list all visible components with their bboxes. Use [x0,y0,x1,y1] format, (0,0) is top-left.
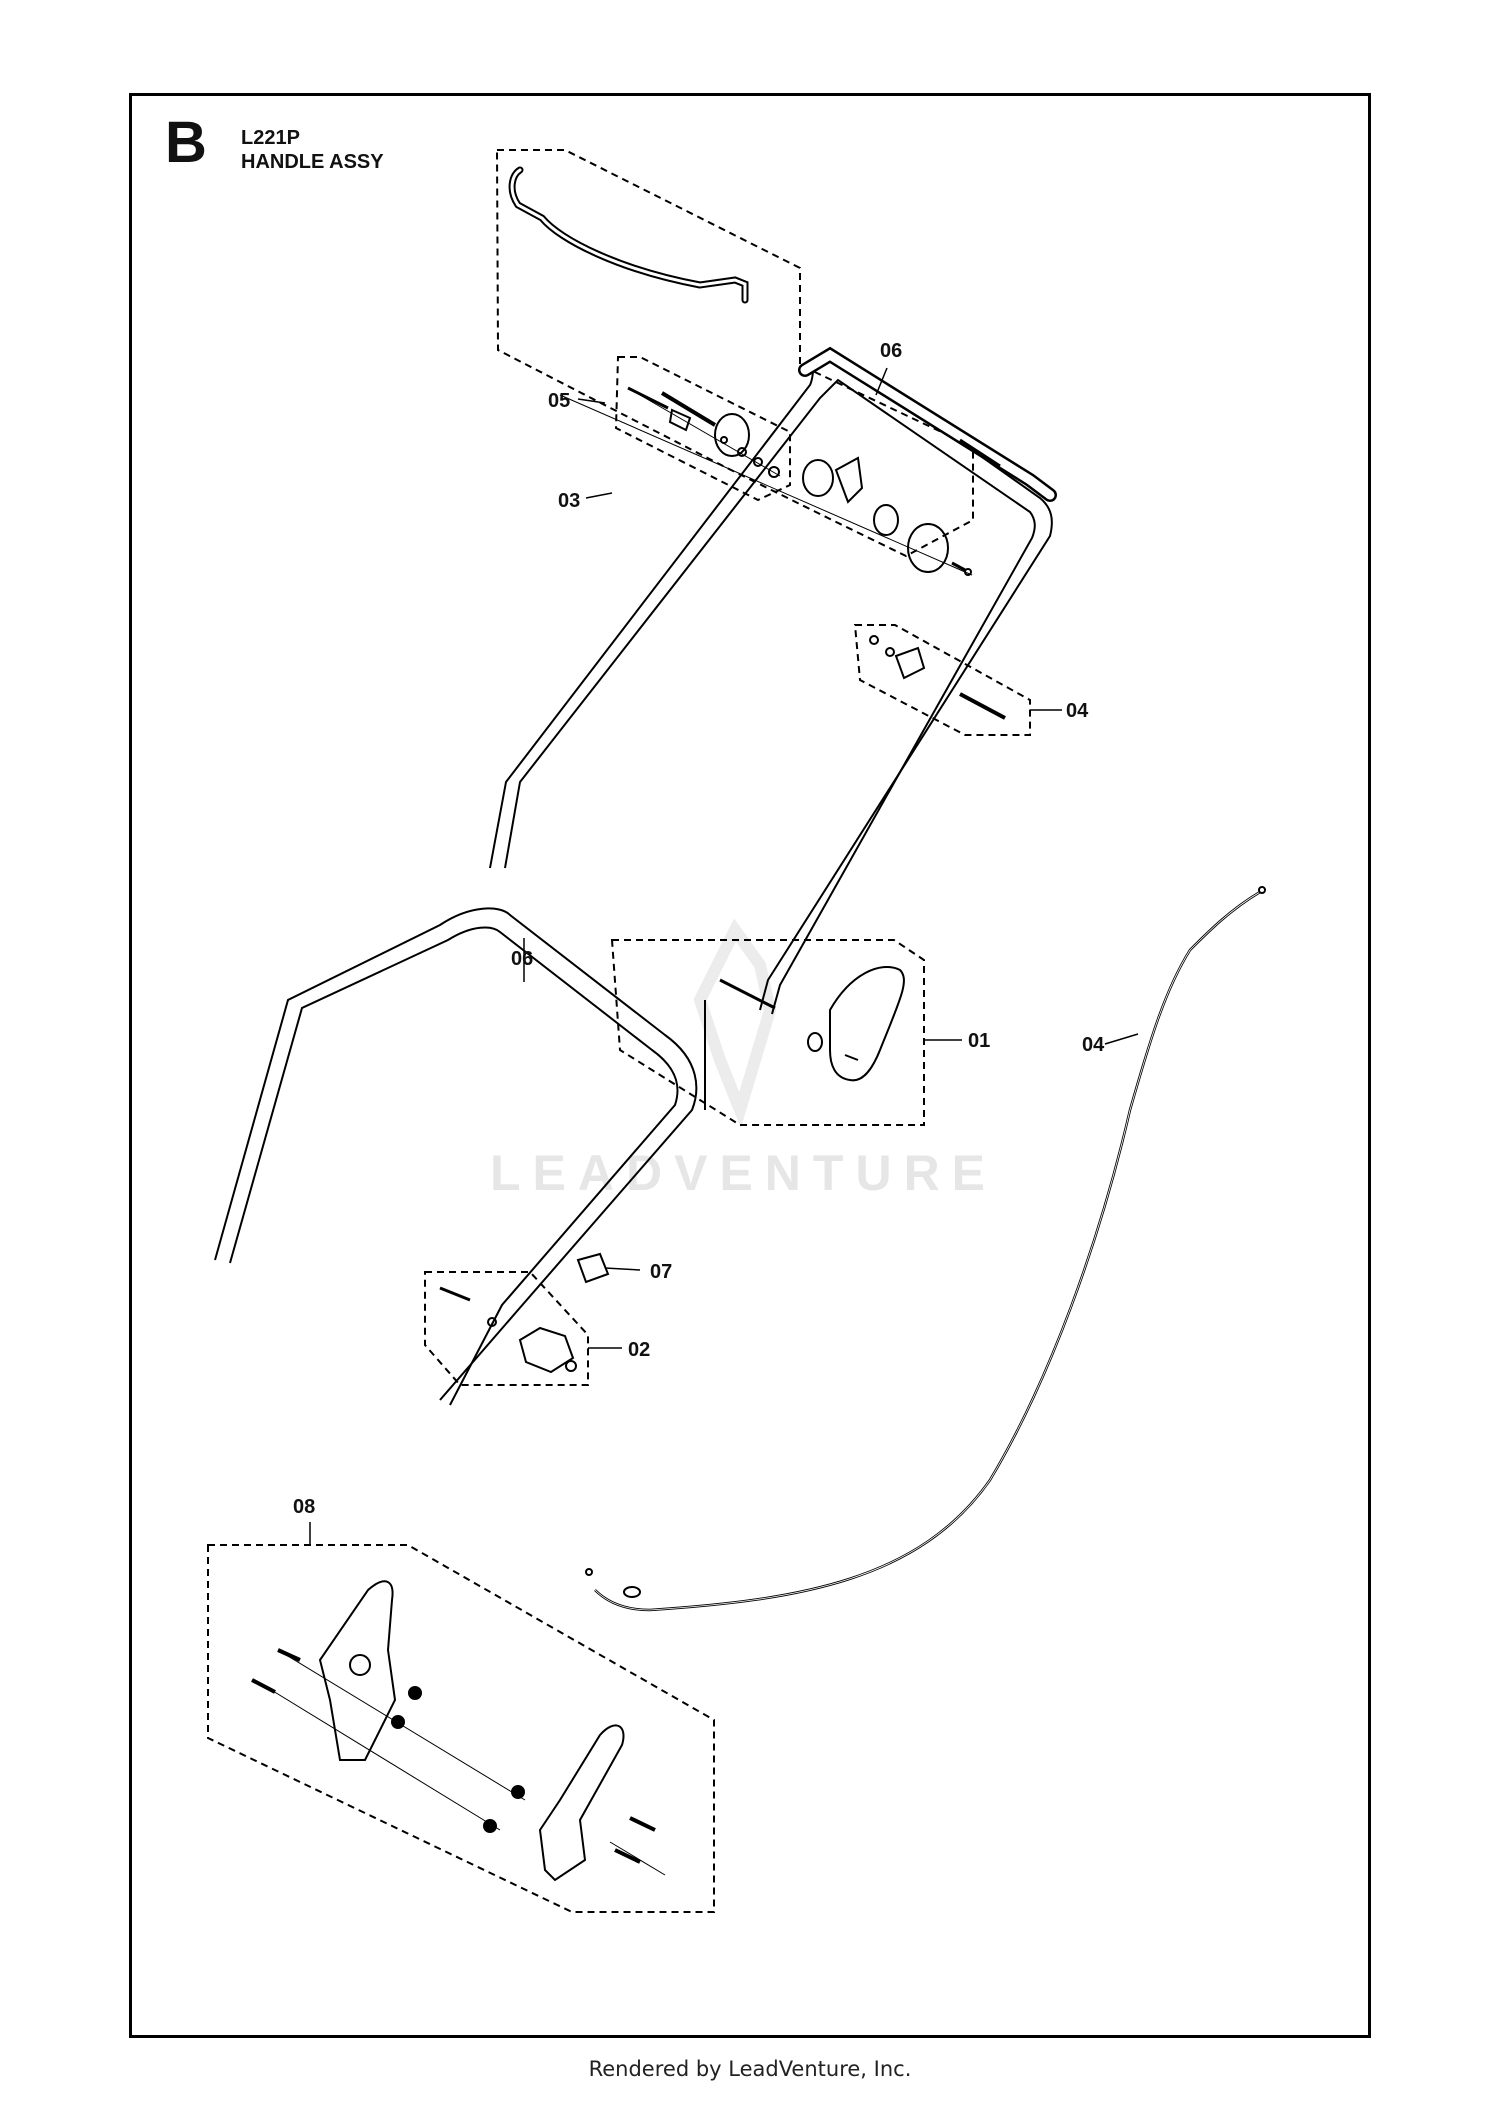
watermark: LEADVENTURE [490,918,997,1201]
handle-bolt [660,391,717,427]
group-box-08 [207,1544,715,1913]
footer-credit: Rendered by LeadVenture, Inc. [588,2057,912,2081]
group-box-03 [614,356,791,502]
group-box-01 [610,939,925,1126]
lower-handle-outline [214,907,698,1401]
bolt-03 [627,386,669,410]
bolt-08-c [629,1816,656,1832]
callout-08: 08 [293,1496,315,1518]
callout-01: 01 [968,1030,990,1052]
model-number: L221P [241,127,300,149]
callout-02: 02 [628,1339,650,1361]
group-box-04-upper [853,624,1031,736]
cable-clamp [894,646,926,680]
adjust-knob-a [714,413,750,457]
diagram-frame: B L221P HANDLE ASSY [129,93,1371,2038]
clamp-screw [959,692,1006,720]
group-box-05 [495,149,974,558]
cam-lever [834,456,864,504]
upper-handle-outline [489,358,1053,1011]
callout-04-cable: 04 [1082,1034,1105,1056]
callout-06-lower: 06 [511,948,533,970]
bolt-08-d [614,1848,641,1864]
callout-05: 05 [548,390,570,412]
bracket-right [538,1724,625,1882]
lever-pin [719,978,776,1010]
clip-03 [668,408,692,432]
bracket-left [318,1580,397,1761]
group-box-02 [424,1271,589,1386]
callout-06-upper: 06 [880,340,902,362]
adjust-knob-b [802,459,834,497]
bolt-08-a [277,1648,301,1662]
callout-04-upper: 04 [1066,700,1089,722]
star-knob [518,1326,575,1374]
watermark-text: LEADVENTURE [490,1145,997,1201]
top-grip-bar [508,166,749,304]
title-block: L221P HANDLE ASSY [241,126,384,174]
bolt-02 [439,1286,471,1302]
assembly-name: HANDLE ASSY [241,151,384,173]
bolt-08-b [251,1678,276,1694]
callout-07: 07 [650,1261,672,1283]
callout-03: 03 [558,490,580,512]
adjust-knob-d [907,523,949,573]
height-lever [829,965,905,1082]
section-letter: B [165,110,207,175]
adjust-knob-c [873,504,899,536]
cable-clip-07 [576,1252,610,1284]
